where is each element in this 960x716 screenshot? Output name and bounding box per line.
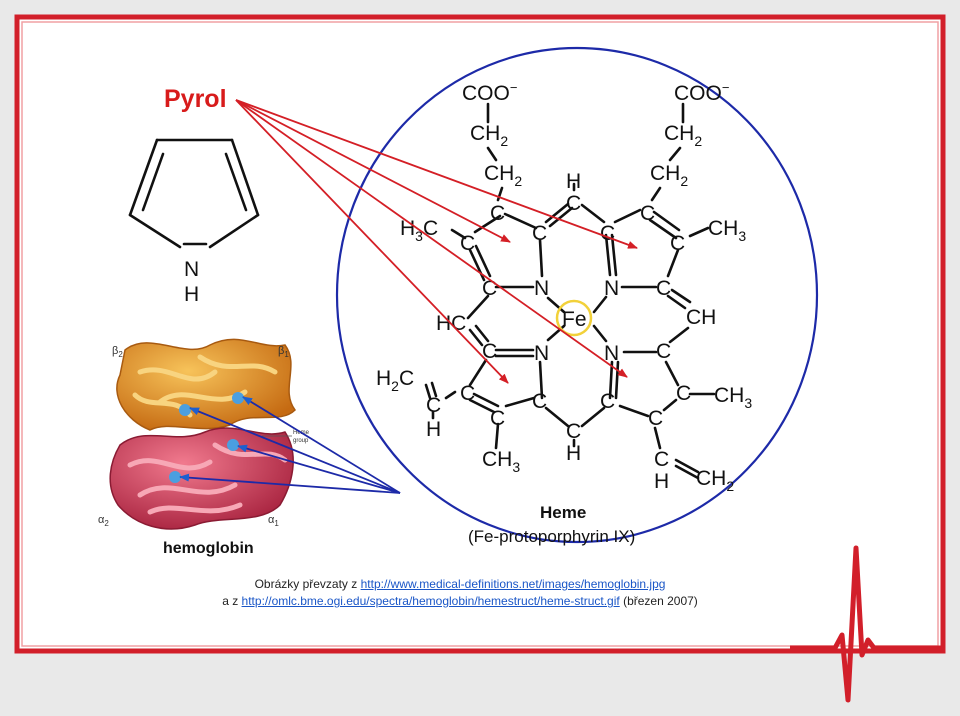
red-arrow-4 (235, 99, 628, 378)
heartbeat-line (790, 545, 944, 703)
svg-text:C: C (656, 277, 671, 300)
svg-text:C: C (532, 222, 547, 245)
heme-title: Heme (540, 503, 586, 522)
label-beta1: β1 (278, 345, 289, 359)
heme-site-1 (179, 404, 191, 416)
svg-text:H: H (654, 470, 669, 493)
svg-text:C: C (426, 394, 441, 417)
svg-text:H: H (566, 442, 581, 465)
blue-arrow-4 (179, 473, 401, 494)
beta-coil-highlight (132, 354, 278, 418)
svg-text:C: C (532, 390, 547, 413)
alpha-coil-highlight (127, 442, 288, 515)
svg-text:C: C (460, 382, 475, 405)
svg-text:N: N (604, 342, 619, 365)
svg-text:N: N (534, 342, 549, 365)
svg-text:C: C (566, 192, 581, 215)
svg-text:H: H (566, 170, 581, 193)
fe-highlight-ring (555, 299, 593, 337)
heme-ellipse (335, 46, 819, 544)
svg-text:COO−: COO− (462, 80, 517, 105)
svg-text:C: C (490, 407, 505, 430)
svg-text:C: C (640, 202, 655, 225)
svg-text:C: C (656, 340, 671, 363)
heme-bonds (424, 102, 716, 480)
svg-text:C: C (482, 340, 497, 363)
svg-text:CH: CH (686, 306, 716, 329)
source-caption-line-2: a z http://omlc.bme.ogi.edu/spectra/hemo… (150, 594, 770, 608)
svg-text:C: C (490, 202, 505, 225)
caption-date: (březen 2007) (623, 594, 698, 608)
label-beta2: β2 (112, 345, 123, 359)
label-alpha2: α2 (98, 514, 109, 528)
pyrol-arrows (235, 99, 638, 384)
red-frame (14, 14, 946, 654)
red-arrow-1 (235, 99, 511, 243)
heme-site-arrows (179, 396, 401, 494)
pyrol-title: Pyrol (164, 85, 227, 113)
red-frame-inner (21, 21, 939, 647)
content-area (16, 16, 944, 652)
source-link-1[interactable]: http://www.medical-definitions.net/image… (360, 577, 666, 591)
svg-text:H2C: H2C (376, 367, 414, 394)
svg-text:H: H (426, 418, 441, 441)
svg-text:C: C (670, 232, 685, 255)
blue-arrow-1 (189, 407, 401, 494)
label-alpha1: α1 (268, 514, 279, 528)
svg-text:N: N (604, 277, 619, 300)
svg-text:N: N (534, 277, 549, 300)
beta-subunits (116, 338, 296, 431)
svg-text:C: C (460, 232, 475, 255)
svg-text:COO−: COO− (674, 80, 729, 105)
label-heme-group-2: group (293, 438, 309, 444)
heme-subtitle: (Fe-protoporphyrin IX) (468, 527, 635, 546)
pyrrole-n: N (184, 258, 199, 281)
red-arrow-2 (235, 99, 638, 249)
fe-label: Fe (562, 308, 587, 331)
svg-text:C: C (600, 390, 615, 413)
svg-text:C: C (600, 222, 615, 245)
caption-prefix-1: Obrázky převzaty z (254, 577, 358, 591)
caption-prefix-2: a z (222, 594, 239, 608)
pyrrole-structure: N H (128, 138, 260, 306)
source-caption-line-1: Obrázky převzaty z http://www.medical-de… (150, 577, 770, 591)
heme-site-2 (232, 392, 244, 404)
blue-arrow-3 (237, 444, 401, 494)
heme-site-4 (169, 471, 181, 483)
svg-text:C: C (676, 382, 691, 405)
svg-text:C: C (566, 420, 581, 443)
blue-arrow-2 (242, 396, 401, 494)
source-link-2[interactable]: http://omlc.bme.ogi.edu/spectra/hemoglob… (241, 594, 620, 608)
svg-text:CH2: CH2 (484, 162, 522, 189)
heme-site-3 (227, 439, 239, 451)
pyrrole-h: H (184, 283, 199, 306)
hemoglobin-label: hemoglobin (163, 540, 254, 557)
red-arrow-3 (235, 99, 509, 384)
svg-text:C: C (648, 407, 663, 430)
svg-text:C: C (654, 448, 669, 471)
